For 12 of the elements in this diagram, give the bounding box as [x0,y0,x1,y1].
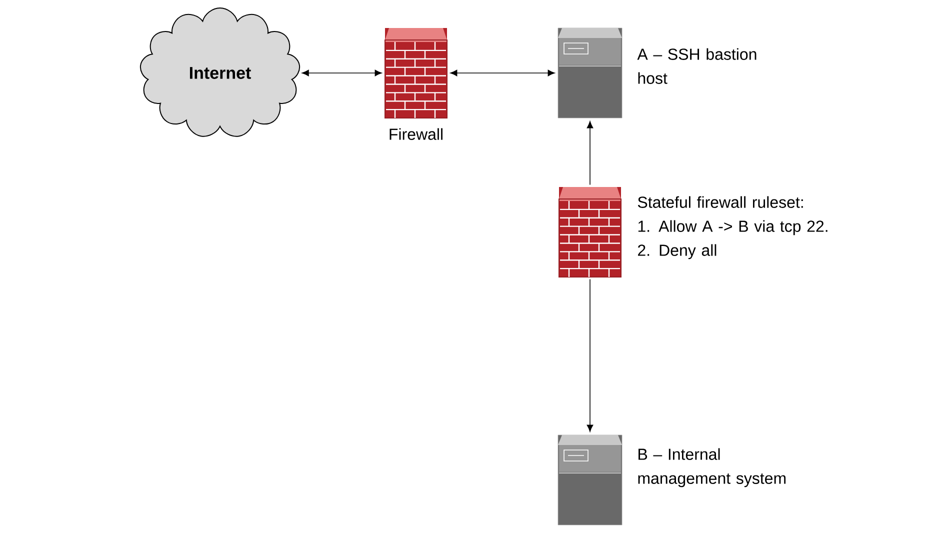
firewall-icon [558,187,622,278]
server-icon [558,28,622,118]
arrow [586,278,594,432]
arrow [586,121,594,186]
arrow [302,70,382,76]
server-icon [558,434,622,526]
node-label: B – Internal management system [638,448,786,488]
node-label: A – SSH bastion host [637,48,756,84]
arrow [450,70,555,76]
node-label: Stateful firewall ruleset: 1. Allow A -> B via tcp 22. 2. Deny all [638,196,828,260]
firewall-icon [384,28,448,118]
node-label: Firewall [390,128,442,140]
